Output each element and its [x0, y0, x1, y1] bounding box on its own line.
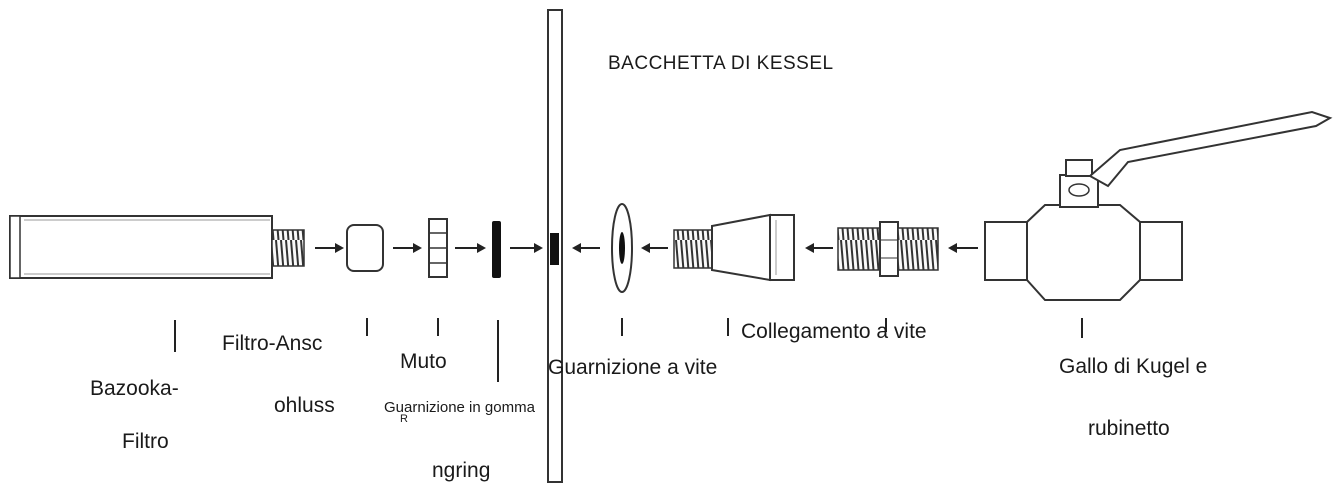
label-gomma-line2: ngring [432, 459, 491, 482]
arrow-right-1 [315, 243, 344, 253]
arrow-right-3 [455, 243, 486, 253]
label-filtro-line2: ohluss [274, 394, 335, 417]
nut-part [428, 218, 448, 278]
arrow-left-4 [948, 243, 978, 253]
ball-valve-part [984, 110, 1333, 301]
bazooka-filter-part [9, 215, 305, 279]
label-bazooka-line2: Filtro [122, 430, 169, 453]
threaded-nipple-part [837, 221, 939, 277]
label-collegamento: Collegamento a vite [741, 320, 927, 343]
arrow-left-3 [805, 243, 833, 253]
label-filtro-line1: Filtro-Ansc [222, 332, 323, 355]
label-gallo-line2: rubinetto [1088, 417, 1170, 440]
label-ticks [174, 318, 1083, 382]
arrow-left-1 [572, 243, 600, 253]
wall-hole-gasket [550, 233, 559, 265]
rubber-gasket-part [492, 221, 501, 278]
screw-connection-part [673, 213, 795, 282]
label-guarnizione-vite: Guarnizione a vite [548, 356, 718, 379]
arrow-right-2 [393, 243, 422, 253]
label-gomma: Guarnizione in gomma [384, 399, 535, 416]
label-gallo-line1: Gallo di Kugel e [1059, 355, 1208, 378]
screw-gasket-part [611, 203, 633, 293]
label-gomma-r: R [400, 413, 408, 425]
arrow-left-2 [641, 243, 668, 253]
diagram-title: BACCHETTA DI KESSEL [608, 53, 834, 74]
arrow-right-4 [510, 243, 543, 253]
label-muto: Muto [400, 350, 447, 373]
label-bazooka-line1: Bazooka- [90, 377, 179, 400]
filter-connection-part [346, 224, 384, 272]
